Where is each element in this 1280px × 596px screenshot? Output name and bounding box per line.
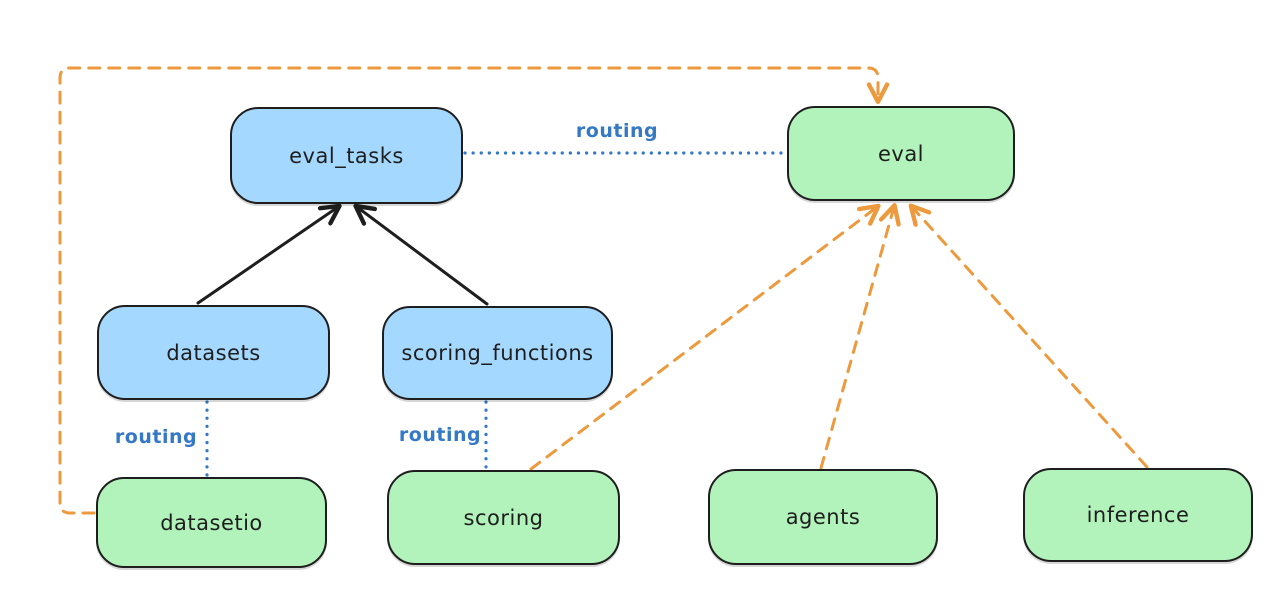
node-inference-label: inference xyxy=(1086,503,1190,527)
edge-agents-to-eval xyxy=(819,203,901,470)
node-eval-tasks-label: eval_tasks xyxy=(289,143,404,168)
node-eval: eval xyxy=(787,106,1015,201)
node-agents-label: agents xyxy=(785,505,861,529)
node-eval-label: eval xyxy=(877,141,925,166)
node-datasets-label: datasets xyxy=(166,340,261,365)
node-datasetio-label: datasetio xyxy=(160,510,263,535)
routing-label-left: routing xyxy=(114,426,198,448)
edge-scoring_functions-to-eval_tasks xyxy=(353,203,489,306)
node-eval-tasks: eval_tasks xyxy=(230,107,463,204)
edge-inference-to-eval xyxy=(908,203,1149,469)
node-scoring-functions: scoring_functions xyxy=(382,306,613,400)
node-agents: agents xyxy=(708,469,938,565)
node-datasets: datasets xyxy=(97,305,330,400)
edge-datasetio-to-eval-around xyxy=(58,66,890,515)
routing-label-middle: routing xyxy=(398,424,482,446)
edge-scoring-to-eval xyxy=(529,203,881,471)
node-scoring-functions-label: scoring_functions xyxy=(401,341,594,365)
routing-label-top: routing xyxy=(575,120,659,142)
node-datasetio: datasetio xyxy=(96,477,327,568)
node-scoring: scoring xyxy=(387,470,620,565)
node-inference: inference xyxy=(1023,468,1253,562)
node-scoring-label: scoring xyxy=(463,505,544,530)
edge-datasets-to-eval_tasks xyxy=(196,203,342,305)
